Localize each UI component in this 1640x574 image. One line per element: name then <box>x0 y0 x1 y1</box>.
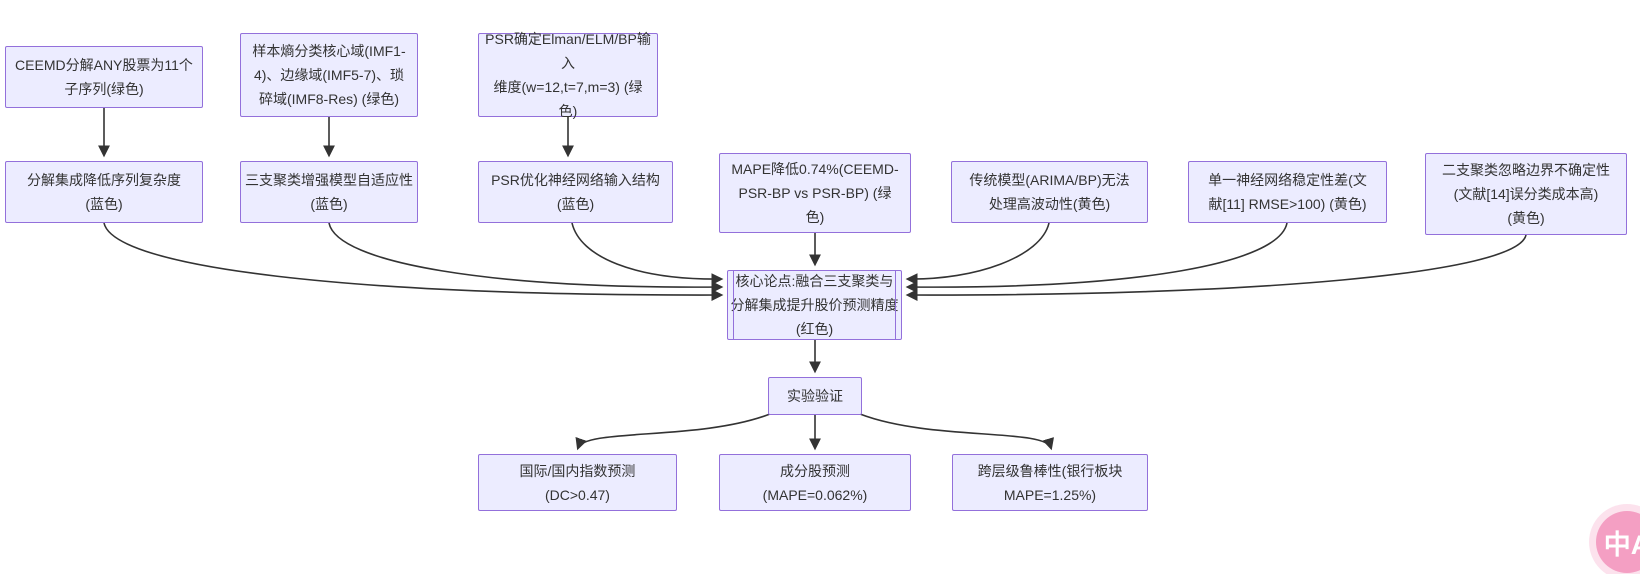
node-traditional: 传统模型(ARIMA/BP)无法 处理高波动性(黄色) <box>951 161 1148 223</box>
node-three-way-label: 三支聚类增强模型自适应性 (蓝色) <box>245 172 413 212</box>
node-ceemd: CEEMD分解ANY股票为11个 子序列(绿色) <box>5 46 203 108</box>
edge-experiment-indexpred <box>575 413 771 451</box>
node-traditional-label: 传统模型(ARIMA/BP)无法 处理高波动性(黄色) <box>969 172 1130 212</box>
node-psr-opt-label: PSR优化神经网络输入结构 (蓝色) <box>491 172 660 212</box>
core-inner-border-left <box>733 271 734 339</box>
edge-traditional-core <box>905 222 1050 286</box>
node-stock-pred: 成分股预测 (MAPE=0.062%) <box>719 454 911 511</box>
node-decomp-label: 分解集成降低序列复杂度 (蓝色) <box>27 172 181 212</box>
node-mape-label: MAPE降低0.74%(CEEMD- PSR-BP vs PSR-BP) (绿 … <box>731 161 899 225</box>
node-experiment: 实验验证 <box>768 377 862 415</box>
node-two-way-label: 二支聚类忽略边界不确定性 (文献[14]误分类成本高) (黄色) <box>1442 162 1610 226</box>
translate-badge[interactable]: 中A <box>1596 511 1640 573</box>
node-single-nn: 单一神经网络稳定性差(文 献[11] RMSE>100) (黄色) <box>1188 161 1387 223</box>
edge-psropt-core <box>571 222 724 286</box>
node-mape: MAPE降低0.74%(CEEMD- PSR-BP vs PSR-BP) (绿 … <box>719 153 911 233</box>
node-three-way: 三支聚类增强模型自适应性 (蓝色) <box>240 161 418 223</box>
node-two-way: 二支聚类忽略边界不确定性 (文献[14]误分类成本高) (黄色) <box>1425 153 1627 235</box>
node-core-thesis: 核心论点:融合三支聚类与 分解集成提升股价预测精度 (红色) <box>727 270 902 340</box>
node-psr-input-label: PSR确定Elman/ELM/BP输入 维度(w=12,t=7,m=3) (绿 … <box>485 31 651 119</box>
node-robust: 跨层级鲁棒性(银行板块 MAPE=1.25%) <box>952 454 1148 511</box>
node-ceemd-label: CEEMD分解ANY股票为11个 子序列(绿色) <box>15 57 193 97</box>
node-index-pred: 国际/国内指数预测 (DC>0.47) <box>478 454 677 511</box>
translate-badge-label: 中A <box>1603 529 1640 560</box>
core-inner-border-right <box>895 271 896 339</box>
edge-singlenn-core <box>905 222 1288 294</box>
node-psr-input: PSR确定Elman/ELM/BP输入 维度(w=12,t=7,m=3) (绿 … <box>478 31 658 119</box>
node-index-pred-label: 国际/国内指数预测 (DC>0.47) <box>519 462 636 503</box>
node-decomp: 分解集成降低序列复杂度 (蓝色) <box>5 161 203 223</box>
node-stock-pred-label: 成分股预测 (MAPE=0.062%) <box>762 462 868 503</box>
node-entropy: 样本熵分类核心域(IMF1- 4)、边缘域(IMF5-7)、琐 碎域(IMF8-… <box>240 33 418 117</box>
node-experiment-label: 实验验证 <box>787 388 843 404</box>
node-core-thesis-label: 核心论点:融合三支聚类与 分解集成提升股价预测精度 (红色) <box>730 273 899 337</box>
edge-experiment-robust <box>859 413 1054 451</box>
node-entropy-label: 样本熵分类核心域(IMF1- 4)、边缘域(IMF5-7)、琐 碎域(IMF8-… <box>252 43 406 107</box>
edge-twoway-core <box>905 234 1527 302</box>
node-psr-opt: PSR优化神经网络输入结构 (蓝色) <box>478 161 673 223</box>
edge-decomp-core <box>103 222 724 302</box>
edge-threeway-core <box>328 222 724 294</box>
node-single-nn-label: 单一神经网络稳定性差(文 献[11] RMSE>100) (黄色) <box>1208 172 1367 212</box>
node-robust-label: 跨层级鲁棒性(银行板块 MAPE=1.25%) <box>977 462 1123 503</box>
